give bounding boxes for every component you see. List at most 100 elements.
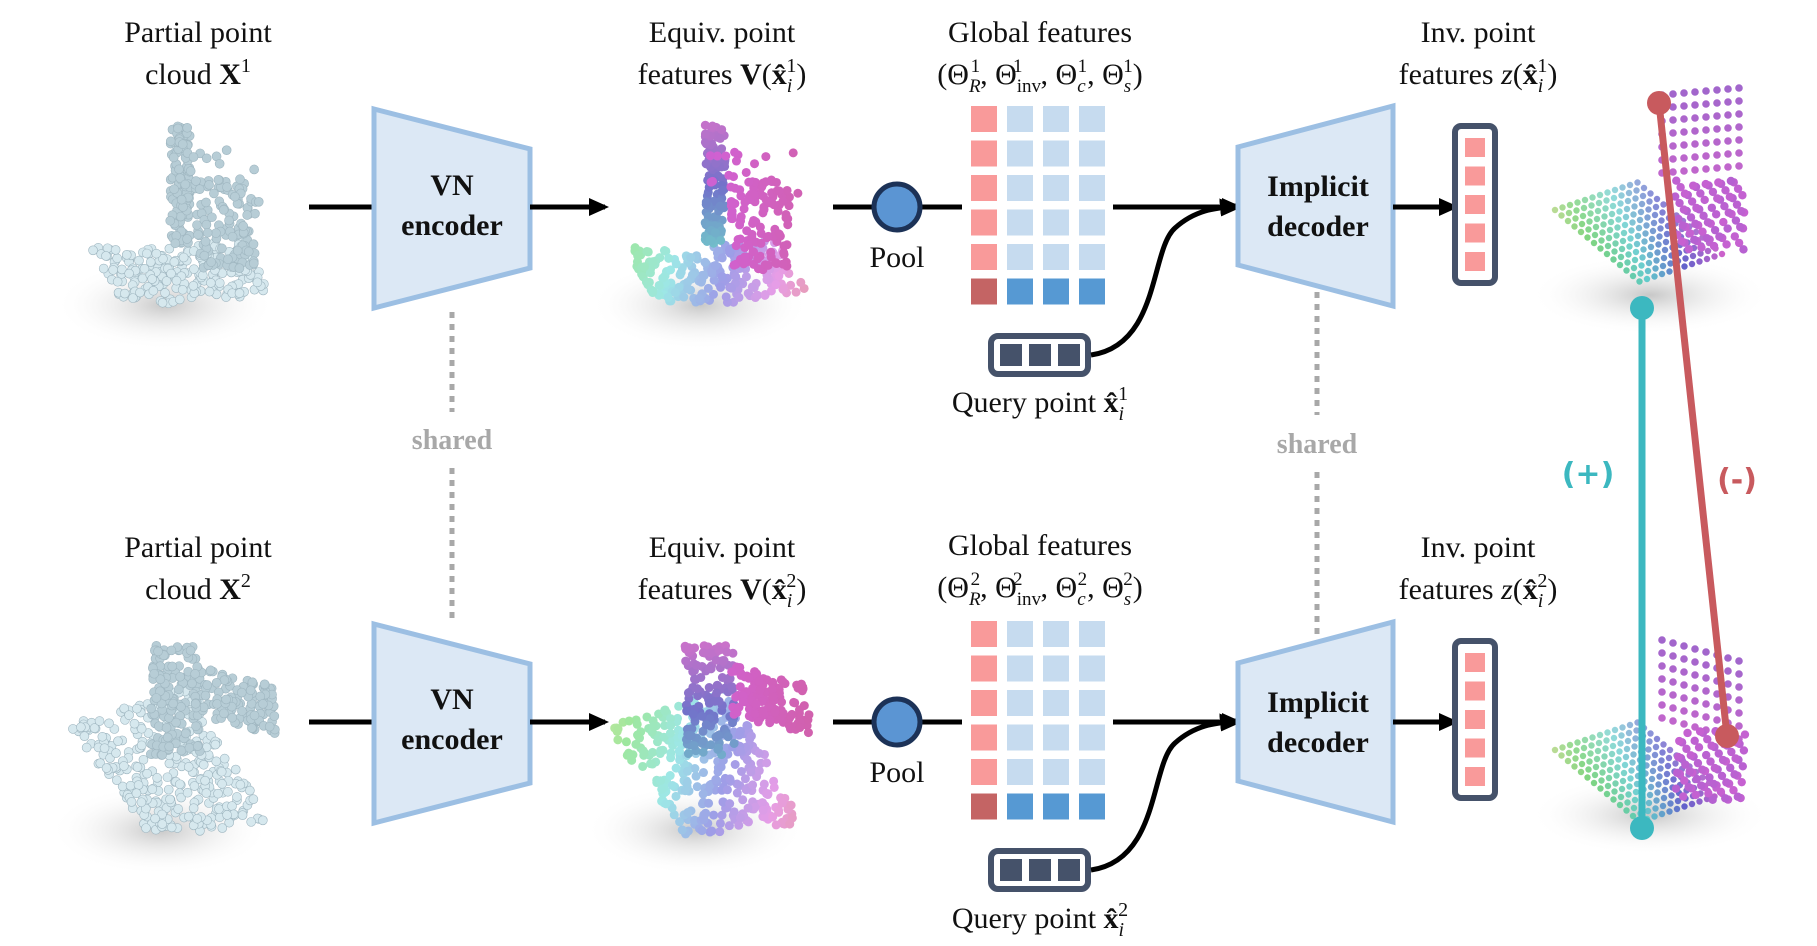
point <box>1597 245 1604 252</box>
point <box>249 710 260 721</box>
point <box>1581 736 1589 744</box>
point <box>1614 224 1621 231</box>
grid-cell <box>971 759 997 785</box>
point <box>1585 226 1592 233</box>
point <box>259 679 270 690</box>
point <box>157 297 168 308</box>
point <box>763 789 773 799</box>
point <box>735 746 745 756</box>
point <box>693 691 703 701</box>
point <box>803 728 813 738</box>
point <box>108 265 118 275</box>
grid-cell <box>1007 140 1033 167</box>
point <box>1677 237 1686 246</box>
point <box>640 748 650 758</box>
point <box>1633 727 1640 734</box>
point <box>1658 675 1666 683</box>
point <box>1615 216 1622 223</box>
point <box>1701 750 1711 760</box>
point <box>166 645 177 656</box>
point <box>1647 190 1654 197</box>
point <box>212 699 222 709</box>
point <box>1564 757 1572 765</box>
negative-label: (-) <box>1717 463 1757 498</box>
point <box>1680 707 1688 715</box>
point <box>1669 155 1677 163</box>
point <box>1669 717 1677 725</box>
point <box>1558 752 1565 759</box>
point <box>1630 211 1637 218</box>
point <box>661 799 671 809</box>
point <box>774 807 784 817</box>
feature-bar-cell <box>1465 195 1485 214</box>
point <box>735 662 745 672</box>
point <box>1646 251 1654 259</box>
point <box>1623 807 1630 814</box>
point <box>1650 759 1658 767</box>
point <box>1740 730 1750 739</box>
point <box>1729 786 1738 795</box>
point <box>1559 204 1566 211</box>
positive-point-1 <box>1630 296 1654 320</box>
point <box>770 707 780 717</box>
point <box>748 218 758 228</box>
point <box>1664 762 1672 770</box>
point <box>1584 234 1591 241</box>
point <box>1626 783 1633 790</box>
point <box>656 776 666 786</box>
inv-label-line1: Inv. point <box>1421 16 1536 49</box>
point <box>148 285 159 296</box>
point <box>183 762 194 772</box>
decoder-label-line2: decoder <box>1267 726 1369 759</box>
point <box>147 784 158 795</box>
grid-cell <box>1007 106 1033 132</box>
point <box>1723 224 1732 233</box>
global-feature-grid-2 <box>965 615 1105 829</box>
point <box>1629 759 1636 766</box>
point <box>136 740 147 751</box>
point <box>112 253 122 264</box>
point <box>717 253 727 263</box>
point <box>689 741 699 751</box>
point <box>170 238 181 249</box>
point <box>714 743 724 753</box>
point <box>1678 221 1687 230</box>
point <box>1571 223 1578 230</box>
point <box>742 720 752 730</box>
point <box>652 737 662 747</box>
point <box>782 185 792 195</box>
point <box>94 716 105 726</box>
feature-bar-cell <box>1465 166 1485 186</box>
point <box>1608 750 1616 758</box>
shared-decoder-link: shared <box>1277 292 1358 638</box>
point <box>740 252 750 262</box>
point <box>743 288 753 298</box>
point <box>1696 798 1703 805</box>
point <box>774 229 784 239</box>
arrow-query-to-decoder <box>1090 713 1240 873</box>
point <box>673 713 683 723</box>
point <box>1735 683 1743 691</box>
point <box>1737 777 1746 787</box>
point <box>1652 203 1660 211</box>
point <box>1586 758 1593 765</box>
point <box>1652 805 1659 812</box>
point <box>1669 678 1677 686</box>
point <box>1702 165 1710 173</box>
input-label-line2: cloud X1 <box>145 55 251 91</box>
point <box>1551 206 1559 214</box>
point <box>1649 227 1657 235</box>
point <box>723 732 733 742</box>
point <box>758 706 768 716</box>
point <box>188 803 199 813</box>
point <box>1596 731 1604 739</box>
point <box>1603 250 1611 258</box>
point <box>1645 746 1652 753</box>
point <box>1691 790 1700 800</box>
point <box>1651 751 1659 759</box>
point <box>1610 256 1617 263</box>
point <box>1691 219 1700 229</box>
point <box>712 151 722 161</box>
point <box>669 810 679 820</box>
negative-point-1 <box>1647 91 1671 115</box>
